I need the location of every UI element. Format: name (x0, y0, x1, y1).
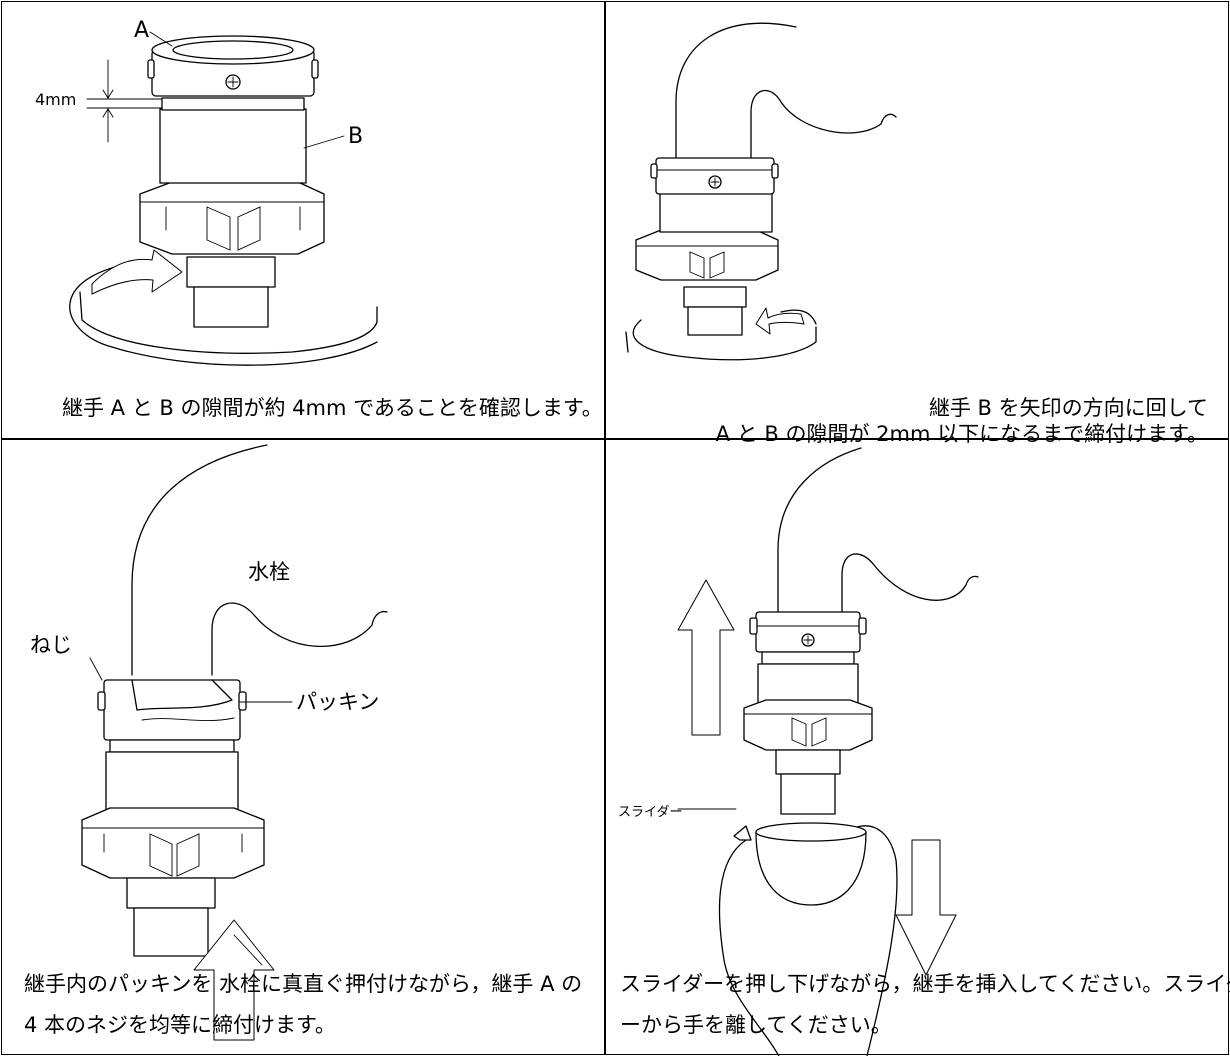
panel-check-gap: A B 4mm 継手 A と B の隙間が約 4mm であることを確認します。 (1, 1, 605, 439)
caption-insert-line2: ーから手を離してください。 (620, 1013, 892, 1037)
panel-press-packing: 水栓 ねじ パッキン 継手内のパッキンを 水栓に真直ぐ押付けながら，継手 A の… (1, 439, 605, 1055)
label-a: A (134, 18, 150, 43)
panel-tighten: 継手 B を矢印の方向に回して A と B の隙間が 2mm 以下になるまで締付… (605, 1, 1229, 446)
label-screw: ねじ (30, 633, 72, 657)
caption-check-gap: 継手 A と B の隙間が約 4mm であることを確認します。 (62, 396, 603, 420)
label-packing: パッキン (296, 690, 380, 714)
caption-press-line2: 4 本のネジを均等に締付けます。 (24, 1013, 336, 1037)
panel-insert: スライダー スライダーを押し下げながら，継手を挿入してください。スライダ ーから… (605, 439, 1230, 1056)
caption-press-line1: 継手内のパッキンを 水栓に真直ぐ押付けながら，継手 A の (24, 972, 583, 996)
tighten-illustration (625, 22, 897, 361)
caption-tighten-line1: 継手 B を矢印の方向に回して (928, 396, 1208, 420)
caption-tighten-line2: A と B の隙間が 2mm 以下になるまで締付けます。 (715, 422, 1208, 446)
caption-insert-line1: スライダーを押し下げながら，継手を挿入してください。スライダ (620, 972, 1230, 996)
label-b: B (348, 124, 364, 149)
label-dimension: 4mm (35, 90, 77, 109)
label-slider: スライダー (618, 805, 683, 820)
press-packing-illustration (81, 444, 388, 1041)
insert-illustration (677, 447, 979, 1056)
label-faucet: 水栓 (248, 560, 290, 584)
coupling-gap-illustration (69, 31, 378, 366)
